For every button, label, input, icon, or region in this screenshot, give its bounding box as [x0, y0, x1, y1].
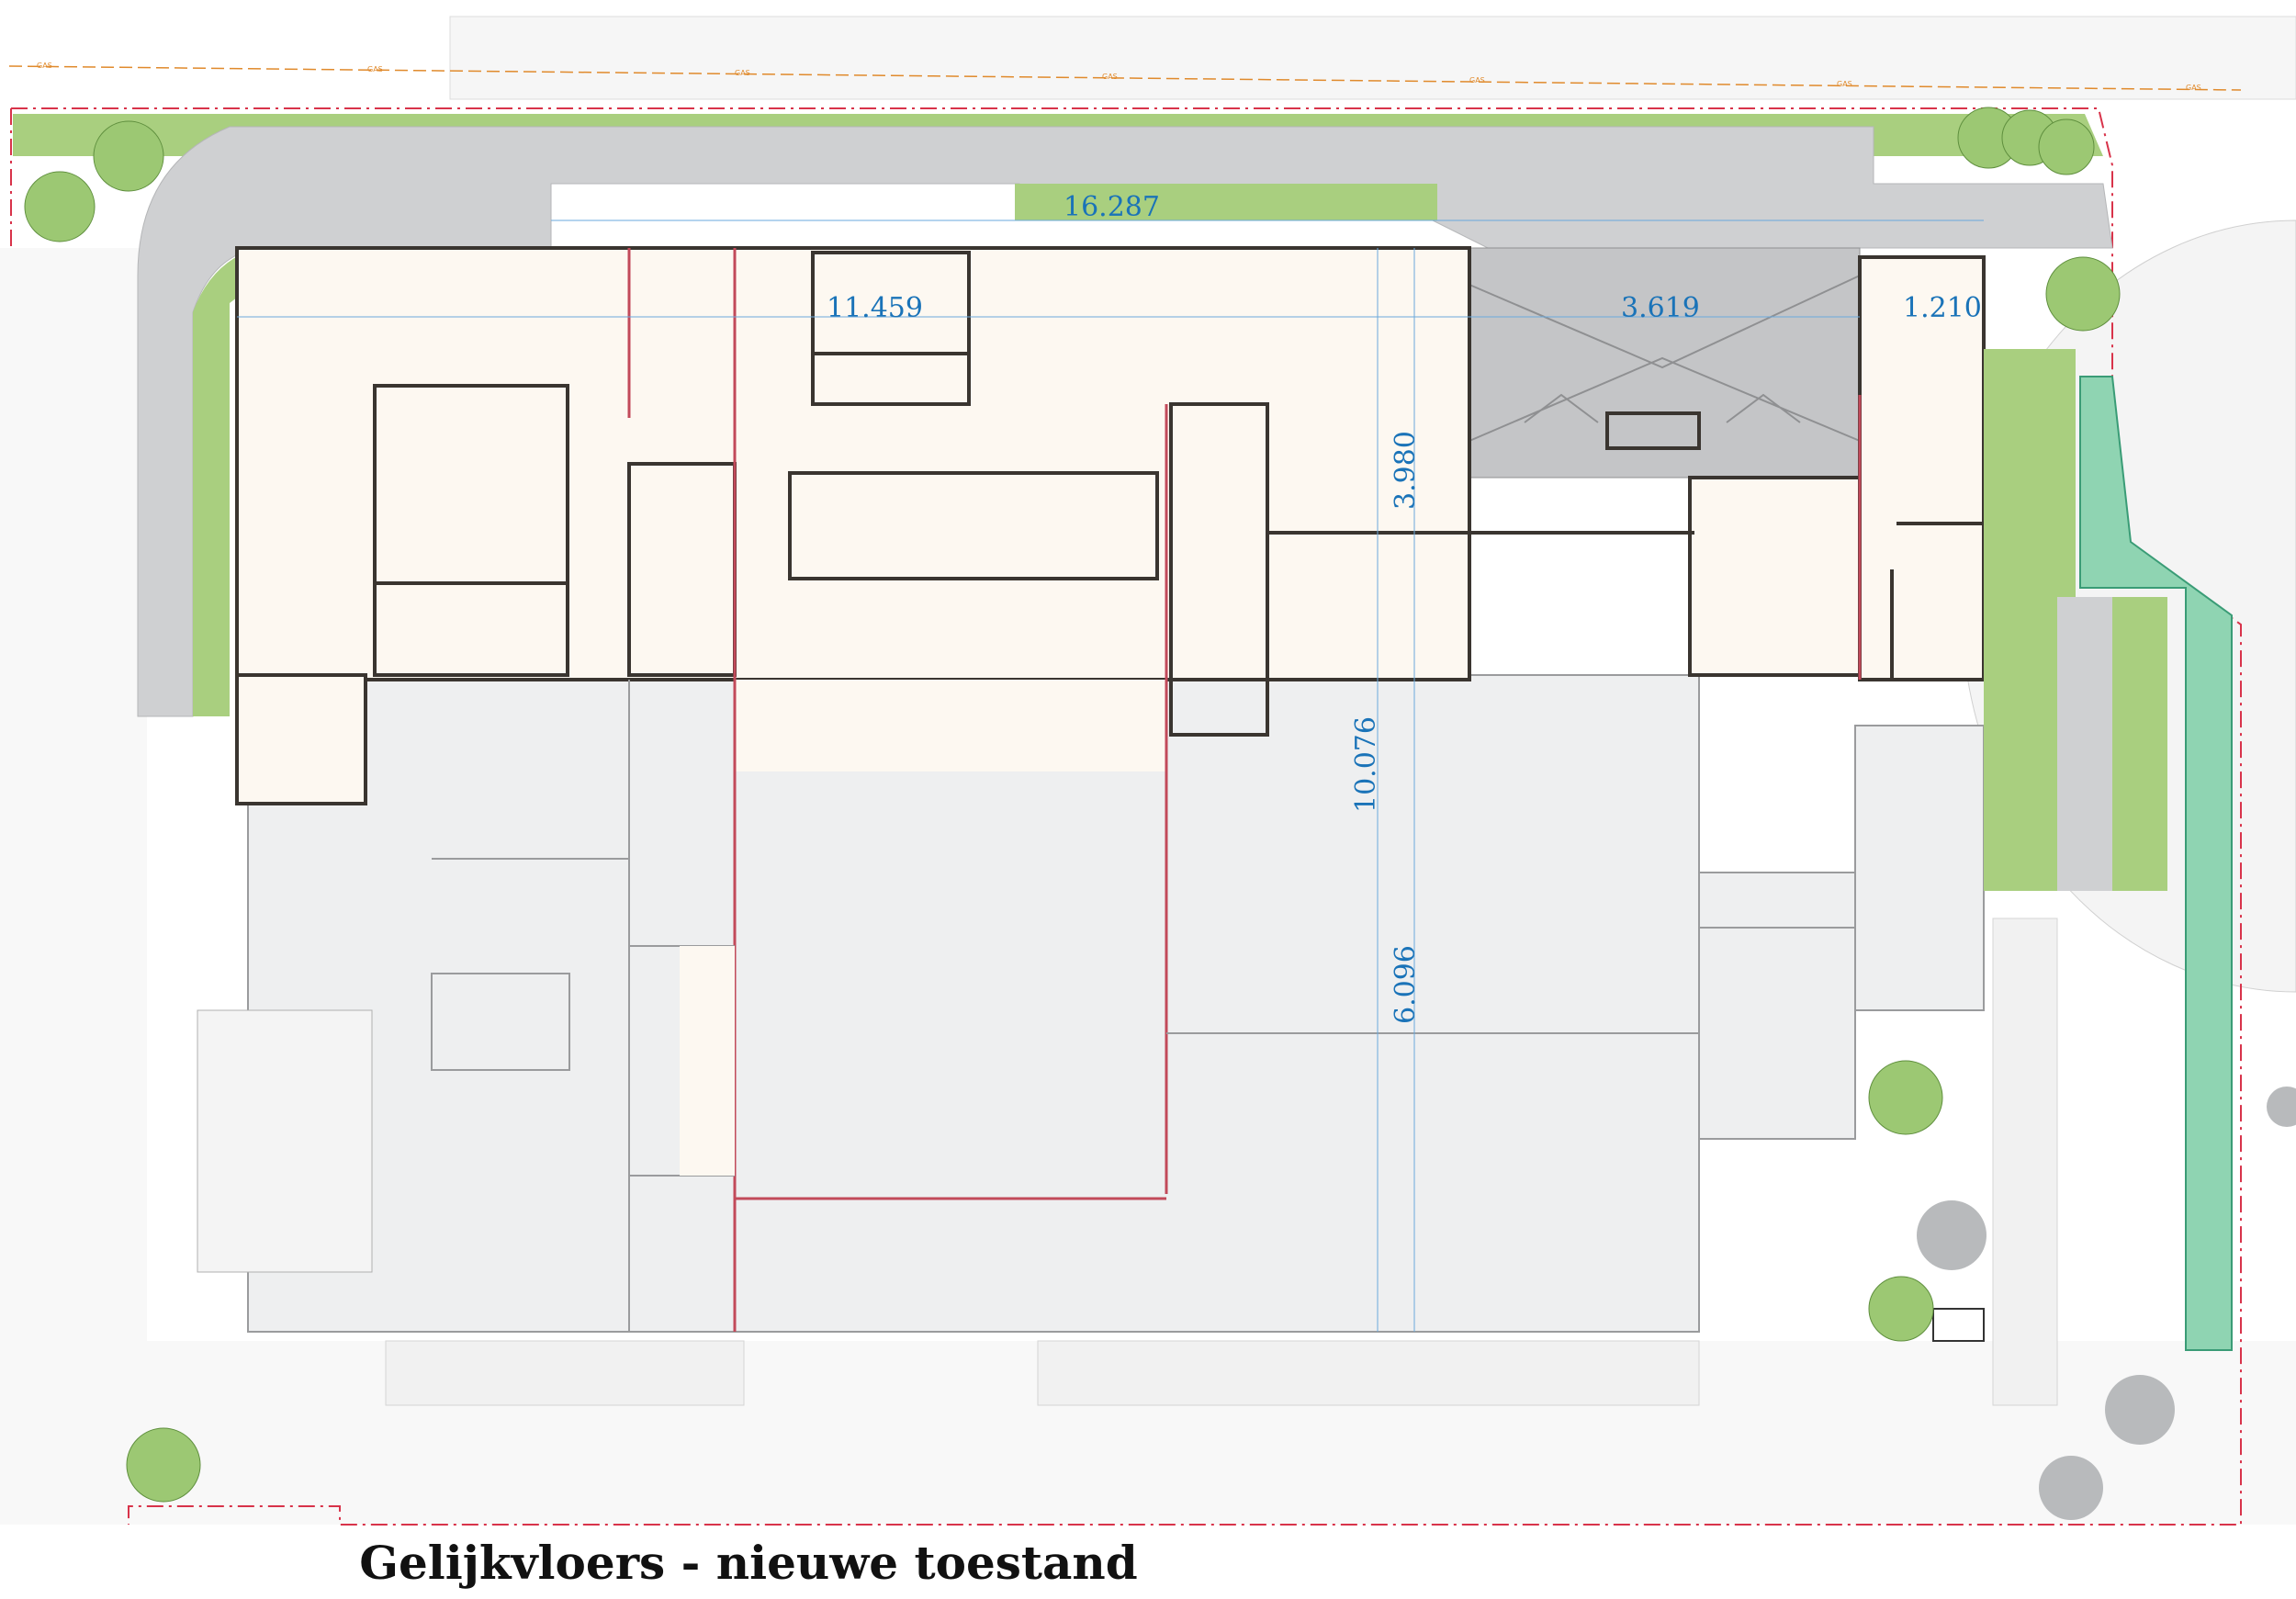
paving-south-east: [1992, 918, 2058, 1406]
sign-board: [1932, 1308, 1985, 1342]
cream-block-south: [680, 946, 735, 1176]
dimension-label: 3.619: [1621, 292, 1700, 324]
drawing-title: Gelijkvloers - nieuwe toestand: [359, 1536, 1138, 1590]
grass-strip-west: [193, 248, 303, 716]
gas-line-labels: GAS GAS GAS GAS GAS GAS GAS: [37, 62, 2201, 92]
tree: [126, 1427, 201, 1503]
west-terrain: [0, 248, 147, 1525]
trees: [24, 107, 2296, 1520]
dimension-label: 1.210: [1903, 292, 1982, 324]
dimension-label: 10.076: [1350, 716, 1382, 813]
paving-east: [2057, 597, 2112, 891]
roof-ridge-lines: [1469, 275, 1861, 442]
tree: [2045, 256, 2121, 332]
existing-block-east: [1854, 725, 1985, 1011]
paving-south-mid: [1037, 1340, 1700, 1406]
water-channel: [2079, 376, 2233, 1351]
tree-grey: [2267, 1087, 2296, 1127]
grass-16287: [1015, 184, 1437, 220]
gas-label: GAS: [2186, 84, 2201, 92]
gas-label: GAS: [1469, 76, 1485, 84]
gas-label: GAS: [735, 69, 750, 77]
north-pavement: [449, 16, 2296, 100]
tree: [24, 171, 96, 242]
existing-building: [247, 674, 1700, 1333]
dimension-label: 11.459: [827, 292, 923, 324]
gas-label: GAS: [1102, 73, 1118, 81]
grass-east-2: [2112, 597, 2167, 891]
dimension-lines: [237, 220, 1984, 1332]
interior-walls: [373, 251, 1984, 737]
tree-grey: [2105, 1375, 2175, 1445]
new-area: [235, 246, 1986, 805]
gas-line: [8, 65, 2242, 91]
existing-block-se: [1698, 872, 1856, 1140]
gas-label: GAS: [367, 65, 383, 73]
dimension-label: 6.096: [1390, 945, 1422, 1024]
dimension-label: 3.980: [1390, 431, 1422, 510]
dimension-label: 16.287: [1064, 191, 1160, 223]
tree: [1868, 1276, 1934, 1342]
gas-label: GAS: [37, 62, 52, 70]
property-boundary: [10, 107, 2242, 1526]
gas-label: GAS: [1837, 80, 1852, 88]
north-roof-grey: [1469, 247, 1861, 479]
paving-south-west: [385, 1340, 745, 1406]
tree: [2038, 118, 2095, 175]
tree: [93, 120, 164, 192]
existing-block-sw: [197, 1009, 373, 1273]
tree: [1868, 1060, 1943, 1135]
tree-grey: [1917, 1200, 1986, 1270]
tree-grey: [2039, 1456, 2103, 1520]
